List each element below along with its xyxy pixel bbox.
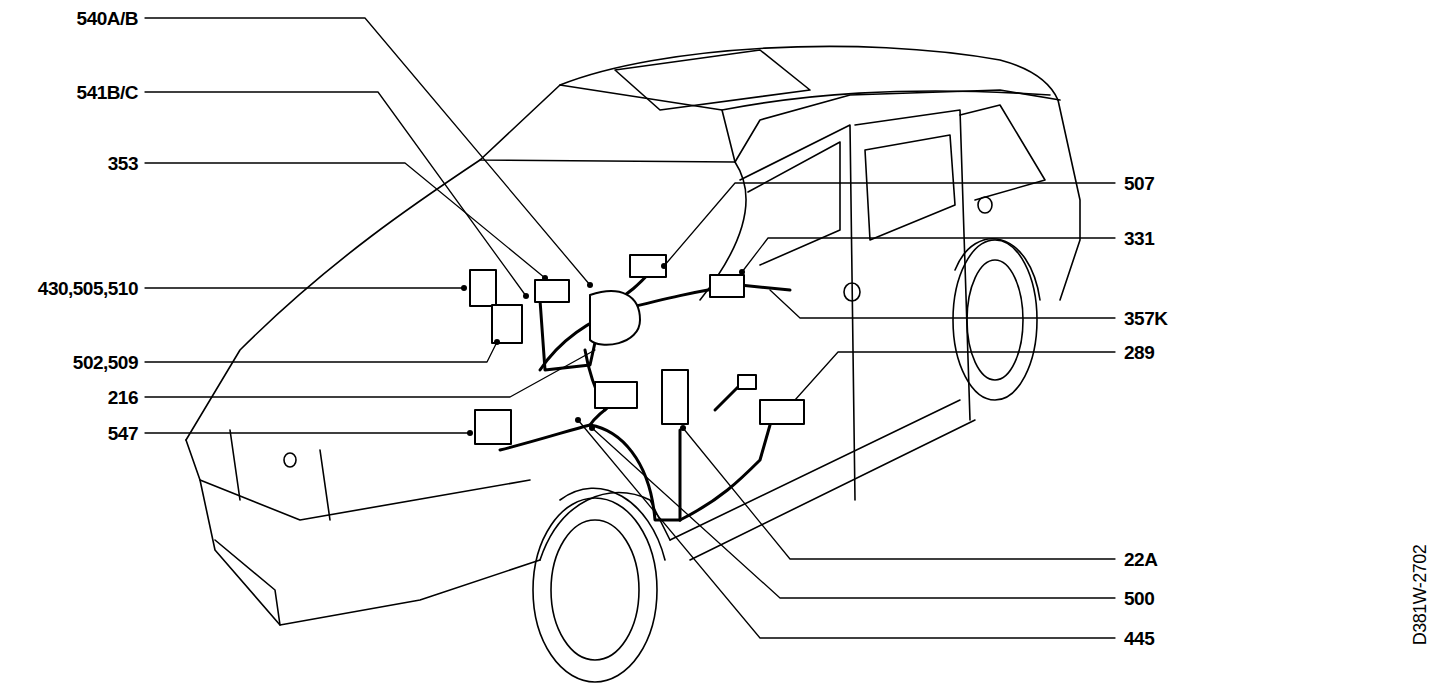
callout-number: 547: [108, 424, 138, 443]
leader-lines: [145, 18, 1115, 638]
callout-number: 541B/C: [77, 83, 138, 102]
callout-number: 22A: [1124, 550, 1157, 569]
callout-number: D381W-2702: [1411, 545, 1429, 646]
callout-number: 353: [108, 154, 138, 173]
callout-number: 357K: [1124, 309, 1167, 328]
callout-number: 289: [1124, 343, 1154, 362]
callout-number: 507: [1124, 174, 1154, 193]
callout-number: 430,505,510: [38, 279, 138, 298]
callout-number: 445: [1124, 629, 1154, 648]
callout-number: 540A/B: [77, 9, 138, 28]
callout-number: 216: [108, 388, 138, 407]
callout-number: 502,509: [73, 353, 138, 372]
car-outline: [186, 46, 1080, 682]
callout-number: 331: [1124, 229, 1154, 248]
control-units: [470, 255, 804, 444]
connector-dots: [461, 263, 745, 436]
wiring-harness: [500, 262, 790, 520]
callout-number: 500: [1124, 589, 1154, 608]
